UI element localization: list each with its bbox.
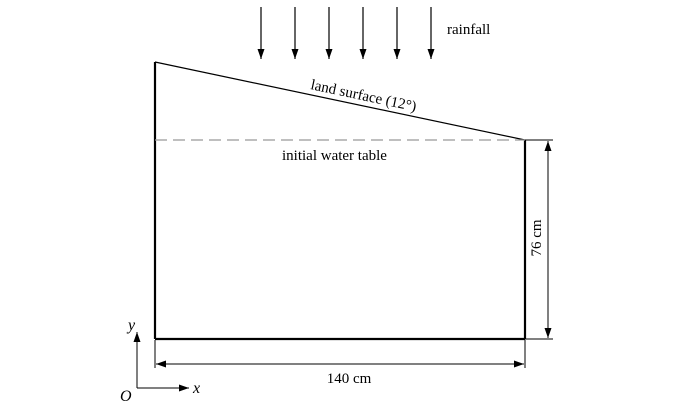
- rainfall-arrows: [257, 7, 435, 59]
- origin-label: O: [120, 388, 132, 405]
- rainfall-label: rainfall: [447, 22, 490, 38]
- initial-water-table-label: initial water table: [282, 148, 387, 164]
- height-label: 76 cm: [529, 219, 545, 256]
- width-label: 140 cm: [327, 371, 372, 387]
- land-surface-label: land surface (12°): [309, 77, 418, 115]
- x-axis-label: x: [192, 380, 200, 397]
- y-axis-label: y: [126, 317, 136, 334]
- land-surface-line: [154, 61, 526, 141]
